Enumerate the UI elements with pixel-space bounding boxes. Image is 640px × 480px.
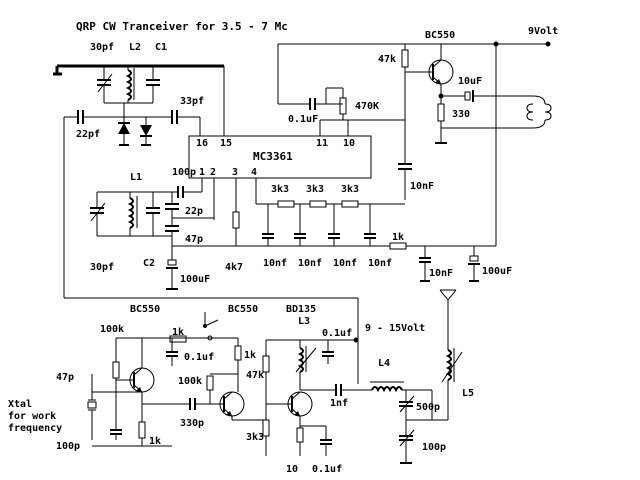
label-c01uf-top: 0.1uF <box>288 114 318 125</box>
label-c10nf-4: 10nf <box>368 258 392 269</box>
label-bc550-osc: BC550 <box>130 304 160 315</box>
ic-name: MC3361 <box>253 150 293 163</box>
label-r1k-osc: 1k <box>149 436 161 447</box>
label-bc550-buf: BC550 <box>228 304 258 315</box>
label-9-15volt: 9 - 15Volt <box>365 323 425 334</box>
label-l2: L2 <box>129 42 141 53</box>
label-c500p: 500p <box>416 402 440 413</box>
label-c330p: 330p <box>180 418 204 429</box>
label-xtal-frequency: frequency <box>8 423 62 434</box>
label-r3k3-2: 3k3 <box>306 184 324 195</box>
label-r1k-buf: 1k <box>244 350 256 361</box>
label-c22p: 22p <box>185 206 203 217</box>
label-r47k-top: 47k <box>378 54 396 65</box>
label-r100k-osc: 100k <box>100 324 124 335</box>
label-r4k7: 4k7 <box>225 262 243 273</box>
label-c33pf: 33pf <box>180 96 204 107</box>
ic-mc3361: MC3361 16 15 1 2 3 4 11 10 <box>188 135 372 179</box>
label-c100p-xtal: 100p <box>56 441 80 452</box>
label-c1: C1 <box>155 42 167 53</box>
label-r1k-out: 1k <box>392 232 404 243</box>
label-c1nf: 1nf <box>330 398 348 409</box>
diagram-title: QRP CW Tranceiver for 3.5 - 7 Mc <box>76 20 288 33</box>
label-c10uf: 10uF <box>458 76 482 87</box>
label-c01uf-mid: 0.1uf <box>184 352 214 363</box>
label-r100k-buf: 100k <box>178 376 202 387</box>
oscillator-section: BC550 100k 47p 1k 330p Xtal <box>8 304 224 452</box>
label-r10: 10 <box>286 464 298 475</box>
label-r470k: 470K <box>355 101 379 112</box>
label-xtal: Xtal <box>8 399 32 410</box>
label-9volt: 9Volt <box>528 26 558 37</box>
label-r3k3-pa: 3k3 <box>246 432 264 443</box>
ic-pin-3: 3 <box>232 167 238 178</box>
top-tank: 30pf L2 C1 <box>53 42 224 104</box>
ic-pin-4: 4 <box>251 167 257 178</box>
label-l1: L1 <box>130 172 142 183</box>
label-c100uf-left: 100uF <box>180 274 210 285</box>
label-r1k-top: 1k <box>172 327 184 338</box>
label-r47k-pa: 47k <box>246 370 264 381</box>
label-bd135: BD135 <box>286 304 316 315</box>
label-c10nf-out: 10nF <box>429 268 453 279</box>
ic-pin-16: 16 <box>196 138 208 149</box>
label-l3: L3 <box>298 316 310 327</box>
l1-tank: 100p L1 22p 47p 30pf <box>90 167 215 290</box>
ic-pin-1: 1 <box>199 167 205 178</box>
label-c30pf-bot: 30pf <box>90 262 114 273</box>
buffer-section: 1k 0.1uf BC550 1k 100k <box>166 304 266 421</box>
label-c10nf-1: 10nf <box>263 258 287 269</box>
top-right-section: 9Volt BC550 47k 0.1uF 470K 10n <box>277 26 558 200</box>
label-r3k3-3: 3k3 <box>341 184 359 195</box>
label-c2: C2 <box>143 258 155 269</box>
label-c100p-out: 100p <box>422 442 446 453</box>
label-c47p-osc: 47p <box>56 372 74 383</box>
label-xtal-for-work: for work <box>8 411 56 422</box>
label-c01uf-pa: 0.1uf <box>322 328 352 339</box>
diode-section: 22pf 33pf <box>63 66 225 298</box>
ic-pin-11: 11 <box>316 138 328 149</box>
label-c47p: 47p <box>185 234 203 245</box>
output-filter: L4 500p 100p L5 <box>370 289 474 464</box>
label-c01uf-bot: 0.1uf <box>312 464 342 475</box>
pa-section: BD135 L3 9 - 15Volt 47k 3k3 0.1uf 1nf <box>246 304 425 475</box>
label-bc550-top: BC550 <box>425 30 455 41</box>
label-c30pf-top: 30pf <box>90 42 114 53</box>
label-l5: L5 <box>462 388 474 399</box>
label-r3k3-1: 3k3 <box>271 184 289 195</box>
ic-pin-15: 15 <box>220 138 232 149</box>
ic-pin-2: 2 <box>210 167 216 178</box>
label-r330: 330 <box>452 109 470 120</box>
filter-network: 3k3 3k3 3k3 1k 10nF 100uF <box>172 44 512 282</box>
label-l4: L4 <box>378 358 390 369</box>
label-c100p-ic: 100p <box>172 167 196 178</box>
label-c100uf-right: 100uF <box>482 266 512 277</box>
label-c10nf-3: 10nf <box>333 258 357 269</box>
label-c22pf: 22pf <box>76 129 100 140</box>
ic-pin-10: 10 <box>343 138 355 149</box>
label-c10nf-2: 10nf <box>298 258 322 269</box>
label-c10nf-right: 10nF <box>410 181 434 192</box>
